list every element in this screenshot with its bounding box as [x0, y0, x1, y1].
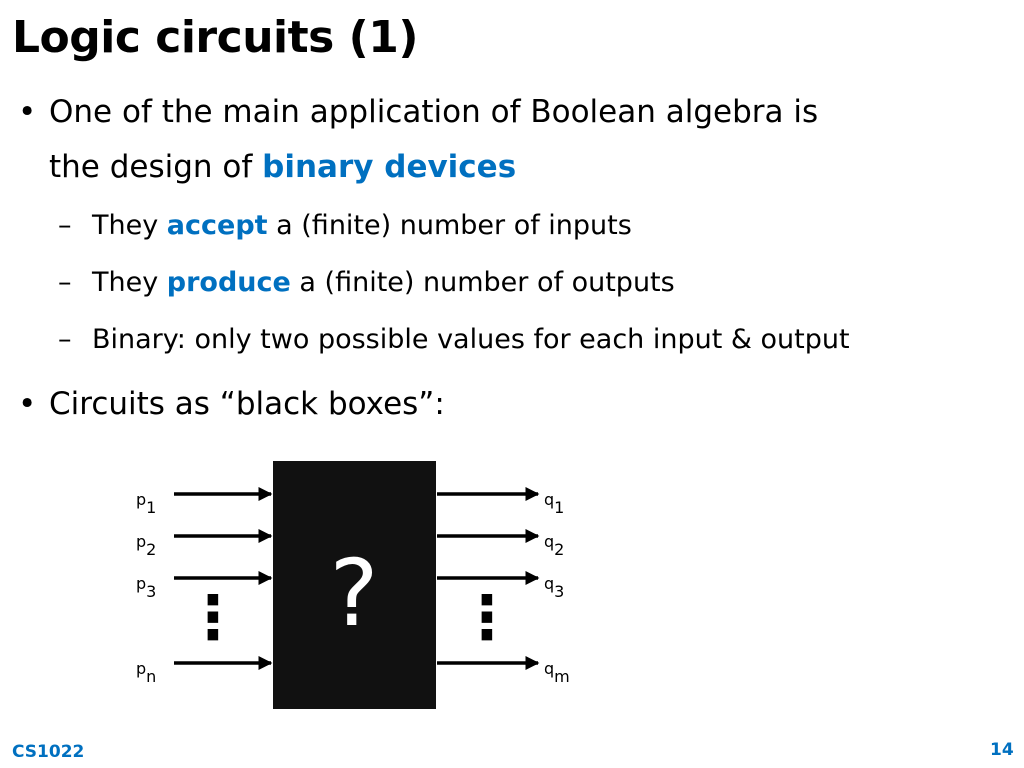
input-ellipsis: ⋮ — [183, 583, 243, 653]
input-label-p2: p2 — [136, 532, 156, 559]
sub-bullet-marker: – — [58, 210, 72, 241]
bullet-marker: • — [18, 94, 37, 130]
input-label-p1: p1 — [136, 490, 156, 517]
output-ellipsis: ⋮ — [457, 583, 517, 653]
black-box — [273, 461, 436, 709]
box-question-mark: ? — [330, 540, 379, 647]
sub-bullet-suffix: a (finite) number of inputs — [267, 210, 632, 241]
footer-page-number: 14 — [990, 740, 1014, 760]
output-label-q2: q2 — [544, 532, 564, 559]
sub-bullet-text: They produce a (finite) number of output… — [92, 267, 675, 299]
input-label-pn: pn — [136, 659, 156, 686]
output-label-q1: q1 — [544, 490, 564, 517]
bullet-text: Circuits as “black boxes”: — [49, 386, 445, 422]
output-label-q3: q3 — [544, 574, 564, 601]
highlight-accept: accept — [166, 210, 268, 241]
bullet-text: One of the main application of Boolean a… — [49, 94, 819, 130]
sub-bullet-marker: – — [58, 324, 72, 355]
output-label-qm: qm — [544, 659, 570, 686]
sub-bullet-suffix: a (finite) number of outputs — [290, 267, 675, 298]
bullet-text: the design of binary devices — [49, 139, 516, 195]
sub-bullet-text: Binary: only two possible values for eac… — [92, 324, 850, 355]
footer-course-code: CS1022 — [12, 742, 85, 762]
bullet-text-prefix: the design of — [49, 149, 263, 185]
bullet-marker: • — [18, 386, 37, 422]
input-label-p3: p3 — [136, 574, 156, 601]
highlight-produce: produce — [166, 267, 291, 298]
sub-bullet-prefix: They — [92, 210, 167, 241]
sub-bullet-prefix: They — [92, 267, 167, 298]
sub-bullet-marker: – — [58, 267, 72, 298]
sub-bullet-text: They accept a (finite) number of inputs — [92, 210, 632, 242]
slide-title: Logic circuits (1) — [12, 12, 418, 63]
highlight-binary-devices: binary devices — [262, 149, 517, 185]
